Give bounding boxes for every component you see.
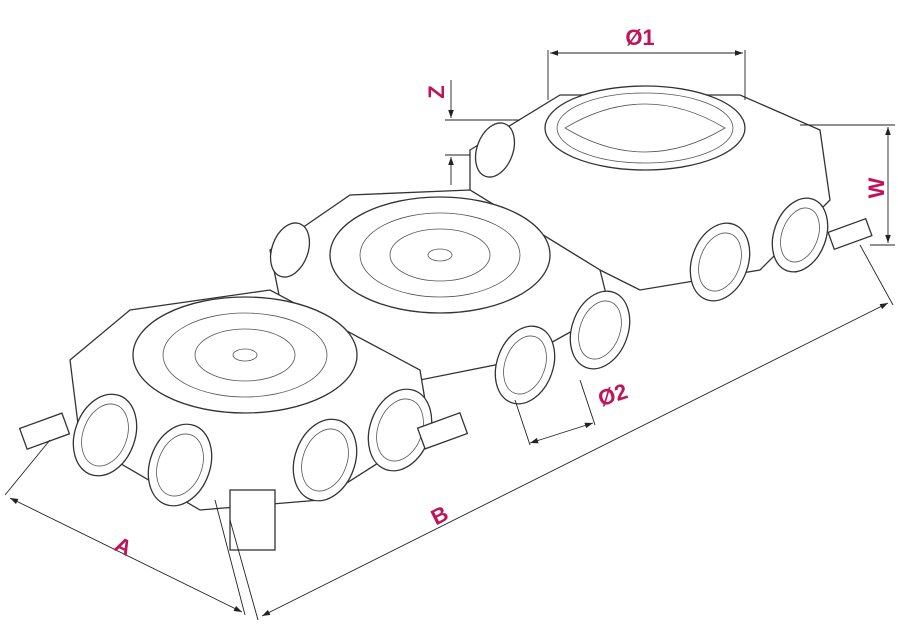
label-dim-b: B (427, 501, 453, 530)
label-diameter-2: Ø2 (595, 378, 631, 411)
label-width-w: W (864, 177, 889, 198)
dimension-diameter-1: Ø1 (547, 25, 746, 100)
dimension-width-w: W (800, 124, 895, 246)
label-dim-a: A (111, 532, 136, 561)
manifold-unit-right (469, 85, 873, 302)
label-height-z: Z (424, 85, 449, 98)
label-diameter-1: Ø1 (625, 25, 654, 50)
dimension-height-z: Z (424, 80, 520, 185)
